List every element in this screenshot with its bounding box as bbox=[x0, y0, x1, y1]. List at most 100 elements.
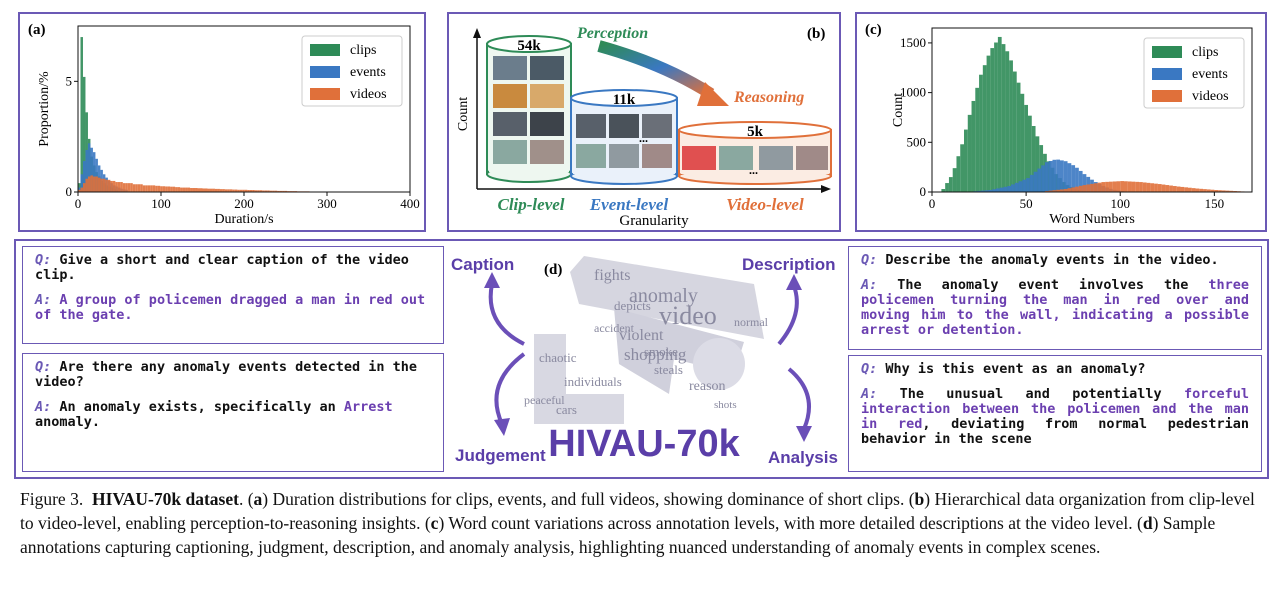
bar-videos bbox=[1101, 182, 1106, 192]
bar-videos bbox=[78, 189, 81, 192]
bar-videos bbox=[229, 189, 233, 192]
y-axis-label: Count bbox=[456, 97, 471, 131]
bar-clips bbox=[82, 76, 86, 192]
y-axis-label: Proportion/% bbox=[37, 71, 52, 147]
bar-clips bbox=[956, 156, 961, 192]
bar-events bbox=[1063, 161, 1068, 192]
bar-videos bbox=[122, 183, 126, 192]
question-text: Are there any anomaly events detected in… bbox=[35, 359, 418, 390]
bar-videos bbox=[202, 188, 205, 192]
bar-events bbox=[1011, 184, 1015, 192]
bar-videos bbox=[232, 189, 235, 192]
bar-videos bbox=[222, 189, 225, 192]
bar-videos bbox=[1203, 189, 1207, 192]
bar-videos bbox=[214, 188, 218, 192]
bar-videos bbox=[1075, 186, 1079, 192]
x-tick-label: 50 bbox=[1020, 196, 1033, 211]
y-axis-label: Count bbox=[891, 93, 906, 127]
panel-label: (a) bbox=[28, 22, 46, 38]
bar-videos bbox=[1176, 186, 1181, 192]
q-tag: Q: bbox=[35, 359, 52, 375]
bar-clips bbox=[1020, 93, 1025, 192]
cloud-word: anomaly bbox=[629, 285, 698, 307]
bar-videos bbox=[170, 186, 173, 192]
bar-videos bbox=[1161, 184, 1166, 192]
bar-videos bbox=[177, 187, 181, 192]
caption-arrow-head bbox=[484, 272, 500, 288]
figure-caption: Figure 3. HIVAU-70k dataset. (a) Duratio… bbox=[20, 489, 1255, 557]
bar-videos bbox=[1180, 186, 1185, 192]
camera-word-cloud bbox=[534, 256, 764, 424]
bar-events bbox=[1056, 159, 1060, 192]
q-tag: Q: bbox=[35, 252, 52, 268]
bar-videos bbox=[1142, 182, 1147, 192]
bar-events bbox=[87, 143, 91, 192]
bar-videos bbox=[247, 190, 250, 192]
judgement-arrow bbox=[494, 352, 526, 425]
bar-events bbox=[996, 188, 1000, 192]
bar-videos bbox=[1124, 181, 1128, 192]
bar-clips bbox=[1009, 60, 1013, 193]
bar-events bbox=[1078, 170, 1083, 192]
x-tick-label: 150 bbox=[1205, 196, 1225, 211]
bar-events bbox=[992, 189, 996, 192]
bar-videos bbox=[200, 188, 203, 192]
bar-videos bbox=[1225, 190, 1230, 192]
x-tick-label: 200 bbox=[234, 196, 254, 211]
bar-videos bbox=[110, 180, 113, 192]
bar-videos bbox=[1093, 183, 1098, 192]
granularity-diagram: Count Granularity (b) Perception Reasoni… bbox=[456, 25, 832, 229]
x-axis-label: Duration/s bbox=[214, 212, 273, 227]
panel-b-label: (b) bbox=[807, 26, 825, 42]
x-tick-label: 100 bbox=[1110, 196, 1130, 211]
bar-videos bbox=[155, 185, 158, 192]
bar-videos bbox=[127, 183, 131, 192]
x-tick-label: 0 bbox=[75, 196, 82, 211]
bar-videos bbox=[160, 186, 163, 192]
bar-clips bbox=[964, 129, 968, 192]
bar-videos bbox=[1214, 190, 1219, 192]
bar-clips bbox=[952, 168, 957, 192]
bar-videos bbox=[272, 190, 275, 192]
bar-videos bbox=[1218, 190, 1222, 192]
bar-events bbox=[92, 152, 96, 192]
bar-videos bbox=[209, 188, 213, 192]
answer-highlight: three policemen turning the man in red o… bbox=[861, 277, 1249, 338]
cylinder-event-count: 11k bbox=[613, 92, 636, 108]
bar-videos bbox=[1221, 190, 1226, 192]
bar-events bbox=[999, 187, 1004, 192]
bar-videos bbox=[249, 190, 253, 192]
perception-reasoning-arrow bbox=[597, 40, 715, 100]
bar-events bbox=[1060, 160, 1064, 192]
cloud-word: steals bbox=[654, 362, 683, 377]
bar-events bbox=[1029, 174, 1034, 192]
cylinder-event-level bbox=[570, 89, 678, 185]
bar-videos bbox=[117, 182, 121, 192]
bar-videos bbox=[1116, 181, 1121, 192]
event-level-dots: ... bbox=[639, 131, 648, 145]
bar-videos bbox=[187, 187, 191, 192]
judgement-arrow-head bbox=[494, 418, 510, 436]
bar-videos bbox=[142, 185, 146, 192]
bar-videos bbox=[1191, 188, 1196, 192]
legend-swatch bbox=[310, 66, 340, 78]
caption-figure-number: Figure 3. bbox=[20, 489, 84, 509]
task-analysis: Analysis bbox=[768, 448, 838, 467]
answer-text: A group of policemen dragged a man in re… bbox=[35, 292, 426, 323]
x-axis-arrow bbox=[821, 185, 831, 193]
description-arrow bbox=[777, 285, 799, 346]
x-axis-label: Granularity bbox=[619, 213, 689, 229]
analysis-arrow-head bbox=[796, 426, 812, 442]
bar-clips bbox=[1001, 44, 1006, 192]
cloud-word: normal bbox=[734, 315, 769, 329]
qa-analysis: Q: Why is this event as an anomaly? A: T… bbox=[848, 355, 1262, 472]
cloud-word: reason bbox=[689, 379, 726, 394]
bar-videos bbox=[172, 186, 176, 192]
bar-videos bbox=[219, 189, 223, 192]
bar-videos bbox=[1169, 185, 1173, 192]
bar-videos bbox=[105, 179, 108, 192]
bar-videos bbox=[82, 183, 86, 192]
bar-videos bbox=[107, 179, 111, 192]
bar-events bbox=[1048, 160, 1053, 192]
legend-swatch bbox=[1152, 46, 1182, 58]
